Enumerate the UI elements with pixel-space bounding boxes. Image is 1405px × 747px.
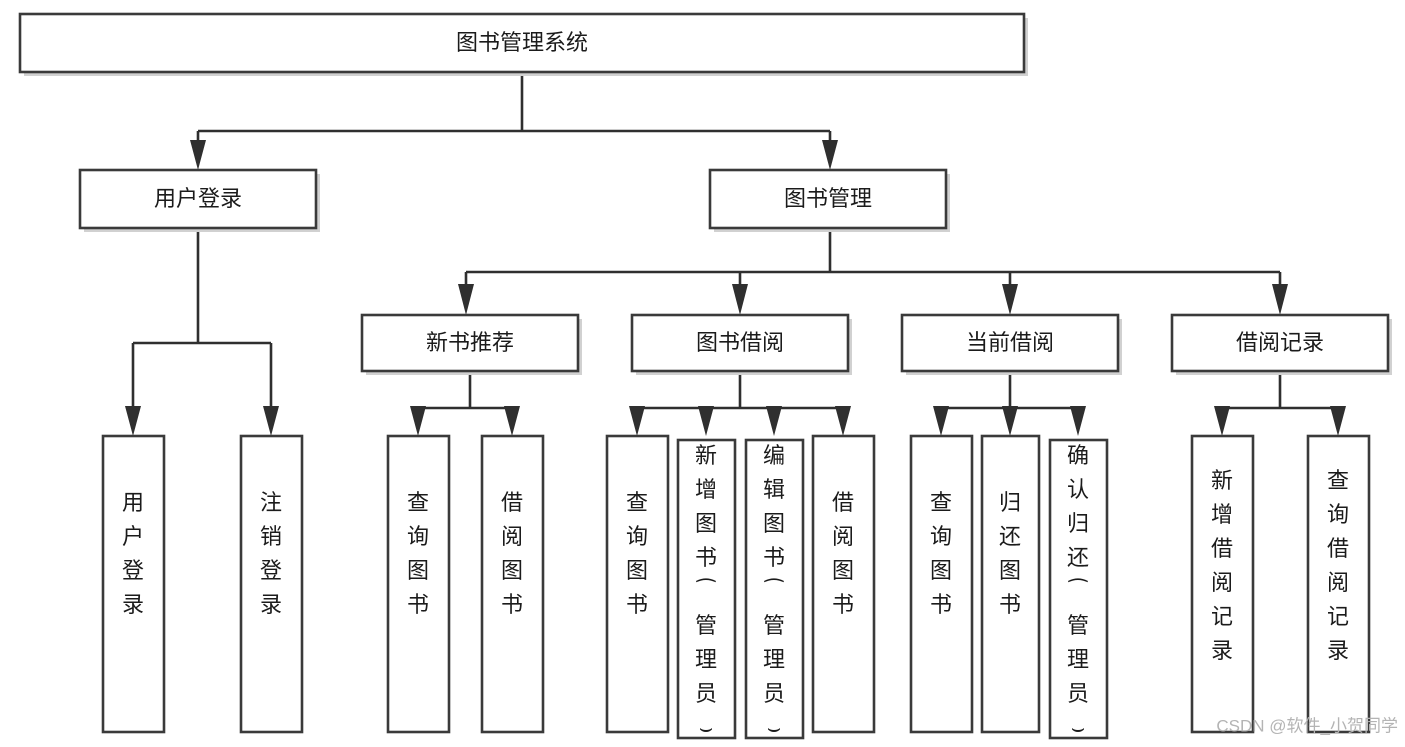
node-leaf-borrow-book-2[interactable]: 借阅图书 [811, 434, 876, 734]
node-leaf-query-record[interactable]: 查询借阅记录 [1306, 434, 1371, 734]
connector-layer [125, 76, 1346, 436]
node-user-login[interactable]: 用户登录 [78, 168, 320, 232]
node-current-borrow[interactable]: 当前借阅 [900, 313, 1122, 375]
node-leaf-add-record-box[interactable] [1190, 434, 1255, 734]
arrow-head-leaf-query-book-3 [933, 406, 949, 436]
node-leaf-query-book-3[interactable]: 查询图书 [909, 434, 974, 734]
csdn-watermark: CSDN @软件_小贺同学 [1216, 716, 1398, 735]
node-leaf-borrow-book-1-box[interactable] [480, 434, 545, 734]
node-leaf-add-book-box[interactable] [676, 438, 737, 740]
node-leaf-return-book-box[interactable] [980, 434, 1041, 734]
node-leaf-logout-label: 注销登录 [260, 490, 282, 617]
node-leaf-return-book[interactable]: 归还图书 [980, 434, 1041, 734]
arrow-head-book-manage [822, 140, 838, 170]
node-leaf-borrow-book-2-box[interactable] [811, 434, 876, 734]
arrow-head-leaf-confirm-return [1070, 406, 1086, 436]
arrow-head-leaf-borrow-book-1 [504, 406, 520, 436]
node-book-manage-box[interactable] [708, 168, 948, 230]
node-leaf-add-book[interactable]: 新增图书⁀管理员⌣ [676, 438, 737, 740]
arrow-head-leaf-borrow-book-2 [835, 406, 851, 436]
node-leaf-borrow-book-2-label: 借阅图书 [832, 490, 854, 617]
node-leaf-edit-book-label: 编辑图书⁀管理员⌣ [763, 443, 785, 740]
arrow-head-user-login [190, 140, 206, 170]
node-leaf-add-book-label: 新增图书⁀管理员⌣ [695, 443, 717, 740]
node-book-borrow-box[interactable] [630, 313, 850, 373]
node-leaf-query-record-label: 查询借阅记录 [1327, 468, 1349, 663]
arrow-head-borrow-record [1272, 284, 1288, 315]
node-leaf-confirm-return-label: 确认归还⁀管理员⌣ [1067, 443, 1089, 740]
arrow-head-current-borrow [1002, 284, 1018, 315]
node-root-box[interactable] [18, 12, 1026, 74]
node-leaf-edit-book[interactable]: 编辑图书⁀管理员⌣ [744, 438, 805, 740]
node-user-login-label: 用户登录 [154, 186, 242, 211]
node-book-manage-label: 图书管理 [784, 186, 872, 211]
arrow-head-leaf-edit-book [766, 406, 782, 436]
node-root-label: 图书管理系统 [456, 30, 588, 55]
arrow-head-leaf-return-book [1002, 406, 1018, 436]
arrow-head-leaf-user-login [125, 406, 141, 436]
node-leaf-query-book-3-box[interactable] [909, 434, 974, 734]
node-leaf-user-login-box[interactable] [101, 434, 166, 734]
node-leaf-query-book-3-label: 查询图书 [930, 490, 952, 617]
node-leaf-add-record-label: 新增借阅记录 [1211, 468, 1233, 663]
node-borrow-record[interactable]: 借阅记录 [1170, 313, 1392, 375]
node-book-manage[interactable]: 图书管理 [708, 168, 950, 232]
node-leaf-logout[interactable]: 注销登录 [239, 434, 304, 734]
node-root[interactable]: 图书管理系统 [18, 12, 1028, 76]
node-leaf-query-book-1-label: 查询图书 [407, 490, 429, 617]
node-leaf-query-book-1-box[interactable] [386, 434, 451, 734]
node-leaf-query-record-box[interactable] [1306, 434, 1371, 734]
node-user-login-box[interactable] [78, 168, 318, 230]
node-current-borrow-box[interactable] [900, 313, 1120, 373]
node-leaf-borrow-book-1-label: 借阅图书 [501, 490, 523, 617]
arrow-head-leaf-query-book-1 [410, 406, 426, 436]
arrow-head-book-borrow [732, 284, 748, 315]
arrow-head-leaf-add-book [698, 406, 714, 436]
arrow-head-leaf-logout [263, 406, 279, 436]
node-leaf-confirm-return[interactable]: 确认归还⁀管理员⌣ [1048, 438, 1109, 740]
arrow-head-leaf-add-record [1214, 406, 1230, 436]
node-borrow-record-box[interactable] [1170, 313, 1390, 373]
node-leaf-query-book-1[interactable]: 查询图书 [386, 434, 451, 734]
node-new-book-rec-label: 新书推荐 [426, 330, 514, 355]
node-leaf-query-book-2-box[interactable] [605, 434, 670, 734]
node-leaf-user-login[interactable]: 用户登录 [101, 434, 166, 734]
arrow-head-new-book-rec [458, 284, 474, 315]
node-new-book-rec-box[interactable] [360, 313, 580, 373]
node-leaf-add-record[interactable]: 新增借阅记录 [1190, 434, 1255, 734]
node-book-borrow-label: 图书借阅 [696, 330, 784, 355]
arrow-head-leaf-query-book-2 [629, 406, 645, 436]
node-leaf-confirm-return-box[interactable] [1048, 438, 1109, 740]
node-leaf-user-login-label: 用户登录 [122, 490, 144, 617]
node-leaf-query-book-2-label: 查询图书 [626, 490, 648, 617]
node-leaf-return-book-label: 归还图书 [999, 490, 1021, 617]
node-leaf-logout-box[interactable] [239, 434, 304, 734]
node-book-borrow[interactable]: 图书借阅 [630, 313, 852, 375]
arrow-head-leaf-query-record [1330, 406, 1346, 436]
node-current-borrow-label: 当前借阅 [966, 330, 1054, 355]
node-leaf-query-book-2[interactable]: 查询图书 [605, 434, 670, 734]
node-new-book-rec[interactable]: 新书推荐 [360, 313, 582, 375]
node-leaf-borrow-book-1[interactable]: 借阅图书 [480, 434, 545, 734]
node-borrow-record-label: 借阅记录 [1236, 330, 1324, 355]
node-leaf-edit-book-box[interactable] [744, 438, 805, 740]
